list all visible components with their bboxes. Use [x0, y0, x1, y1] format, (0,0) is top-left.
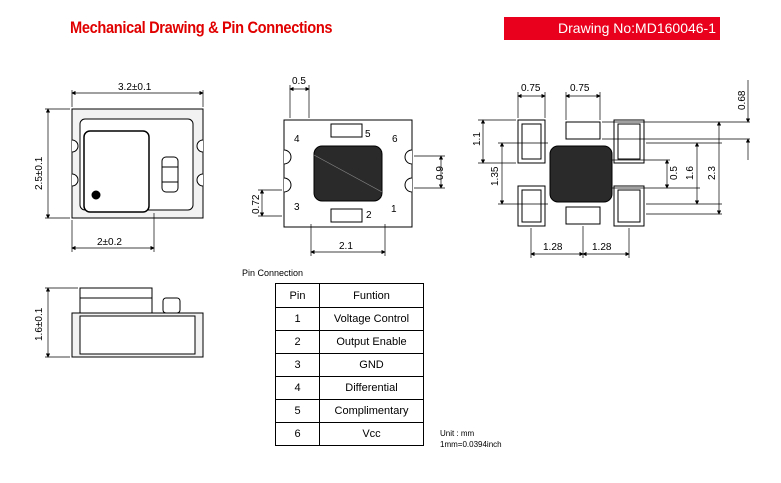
- pin-cell: 6: [275, 422, 320, 446]
- dim-pitch: 2.1: [339, 241, 353, 252]
- side-view-tab: [162, 297, 181, 314]
- pin-5-label: 5: [365, 129, 371, 140]
- pin-cell: 3: [275, 353, 320, 377]
- column-header-pin: Pin: [275, 283, 320, 308]
- pad-5: [330, 123, 363, 138]
- page-title: Mechanical Drawing & Pin Connections: [70, 18, 333, 37]
- pad-2: [330, 208, 363, 223]
- side-view: [71, 287, 204, 358]
- pin-6-label: 6: [392, 134, 398, 145]
- land-pad-tr: [613, 119, 645, 164]
- dim-pad-width: 0.5: [292, 76, 306, 87]
- pin-cell: 2: [275, 330, 320, 354]
- dim-land-gap: 0.5: [669, 166, 680, 180]
- dim-land-w1: 0.75: [521, 83, 541, 94]
- units-line-1: Unit : mm: [440, 429, 475, 438]
- pin-cell: 5: [275, 399, 320, 423]
- dim-land-left-h: 1.35: [490, 166, 501, 186]
- dim-pad-height-right: 0.9: [435, 166, 446, 180]
- dim-land-pad-h: 1.1: [472, 132, 483, 146]
- drawing-number-badge: Drawing No:MD160046-1: [504, 17, 720, 40]
- dim-top-height: 2.5±0.1: [34, 156, 45, 190]
- function-cell: Differential: [319, 376, 424, 400]
- pin-1-label: 1: [391, 204, 397, 215]
- dim-land-w2: 0.75: [570, 83, 590, 94]
- top-view-small-pad: [161, 156, 179, 193]
- function-cell: GND: [319, 353, 424, 377]
- land-pad-bot-mid: [565, 206, 601, 225]
- column-header-function: Funtion: [319, 283, 424, 308]
- dim-land-top-offset: 0.68: [737, 90, 748, 110]
- dim-land-pitch-left: 1.28: [543, 242, 563, 253]
- pin-table-caption: Pin Connection: [242, 268, 304, 278]
- pin-cell: 1: [275, 307, 320, 331]
- land-pad-top-mid: [565, 121, 601, 140]
- pin1-dot: [91, 190, 101, 200]
- table-header-row: Pin Funtion: [275, 283, 424, 308]
- pin-4-label: 4: [294, 134, 300, 145]
- dim-top-width: 3.2±0.1: [118, 82, 152, 93]
- pin-2-label: 2: [366, 210, 372, 221]
- dim-top-bottom: 2±0.2: [97, 237, 122, 248]
- dim-land-pitch-right: 1.28: [592, 242, 612, 253]
- dim-side-height: 1.6±0.1: [34, 307, 45, 341]
- land-pad-br: [613, 185, 645, 227]
- dim-pad-height-left: 0.72: [251, 194, 262, 214]
- function-cell: Complimentary: [319, 399, 424, 423]
- pin-3-label: 3: [294, 202, 300, 213]
- land-pattern: [517, 119, 645, 227]
- top-view-crystal: [83, 130, 150, 213]
- dim-land-mid: 1.6: [685, 166, 696, 180]
- pin-cell: 4: [275, 376, 320, 400]
- bottom-view: [283, 119, 413, 228]
- top-view: [71, 108, 204, 219]
- function-cell: Output Enable: [319, 330, 424, 354]
- function-cell: Voltage Control: [319, 307, 424, 331]
- land-center-body: [549, 145, 613, 203]
- units-line-2: 1mm=0.0394inch: [440, 440, 502, 449]
- side-view-lid: [79, 287, 153, 314]
- units-note: Unit : mm 1mm=0.0394inch: [440, 428, 502, 450]
- dim-land-total: 2.3: [707, 166, 718, 180]
- function-cell: Vcc: [319, 422, 424, 446]
